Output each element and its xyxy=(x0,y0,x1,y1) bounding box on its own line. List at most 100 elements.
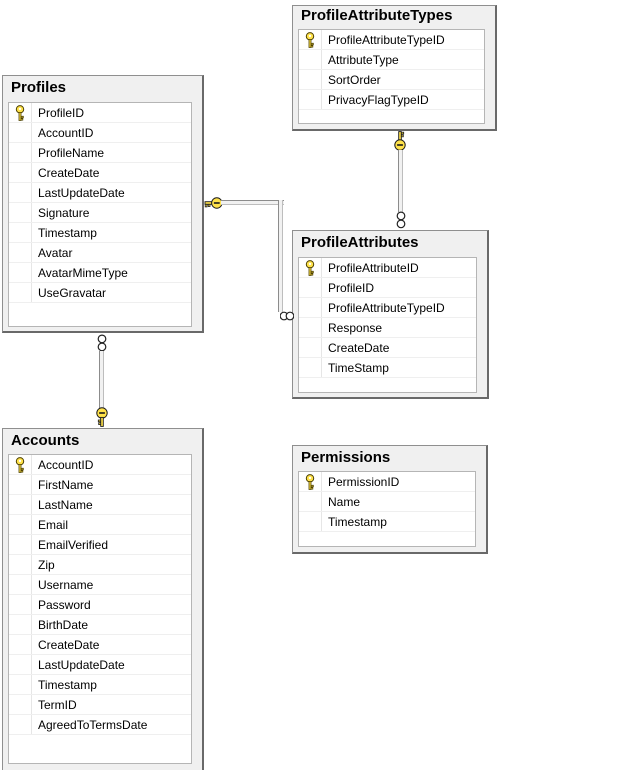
field-row[interactable]: CreateDate xyxy=(299,338,476,358)
primary-key-cell xyxy=(9,263,32,282)
field-name: PrivacyFlagTypeID xyxy=(328,92,429,107)
field-name: CreateDate xyxy=(38,637,100,652)
field-name: Password xyxy=(38,597,91,612)
field-row[interactable]: Email xyxy=(9,515,191,535)
field-name: Timestamp xyxy=(38,225,97,240)
field-name: PermissionID xyxy=(328,474,400,489)
field-row[interactable]: Signature xyxy=(9,203,191,223)
field-row[interactable]: ProfileID xyxy=(9,103,191,123)
relationship-many-end-infinity-icon[interactable] xyxy=(395,211,407,229)
table-title-accounts[interactable]: Accounts xyxy=(11,432,80,449)
field-row[interactable]: AgreedToTermsDate xyxy=(9,715,191,735)
primary-key-cell xyxy=(9,575,32,594)
field-row[interactable]: Password xyxy=(9,595,191,615)
field-row[interactable]: Zip xyxy=(9,555,191,575)
primary-key-cell xyxy=(299,358,322,377)
field-row[interactable]: PermissionID xyxy=(299,472,475,492)
field-row[interactable]: PrivacyFlagTypeID xyxy=(299,90,484,110)
field-row[interactable]: BirthDate xyxy=(9,615,191,635)
relationship-one-end-key-icon[interactable] xyxy=(95,407,109,427)
primary-key-cell xyxy=(9,163,32,182)
table-title-profileattributetypes[interactable]: ProfileAttributeTypes xyxy=(301,7,453,24)
field-row[interactable]: AccountID xyxy=(9,123,191,143)
relationship-one-end-key-icon[interactable] xyxy=(203,196,223,210)
relationship-line[interactable] xyxy=(221,200,284,205)
relationship-line[interactable] xyxy=(99,351,104,409)
table-window-profileattributetypes[interactable]: ProfileAttributeTypes ProfileAttributeTy… xyxy=(292,5,497,131)
field-row[interactable]: CreateDate xyxy=(9,635,191,655)
table-window-profileattributes[interactable]: ProfileAttributes ProfileAttributeID Pro… xyxy=(292,230,489,399)
primary-key-cell xyxy=(9,183,32,202)
field-row[interactable]: ProfileAttributeTypeID xyxy=(299,30,484,50)
relationship-line[interactable] xyxy=(398,150,403,212)
table-title-profiles[interactable]: Profiles xyxy=(11,79,67,96)
primary-key-cell xyxy=(299,338,322,357)
field-name: AvatarMimeType xyxy=(38,265,128,280)
table-window-permissions[interactable]: Permissions PermissionID Name Timestamp xyxy=(292,445,488,554)
primary-key-icon xyxy=(15,104,25,121)
relationship-line[interactable] xyxy=(278,200,283,312)
field-row[interactable]: UseGravatar xyxy=(9,283,191,303)
table-window-profiles[interactable]: Profiles ProfileID AccountID ProfileName… xyxy=(2,75,204,333)
field-name: ProfileID xyxy=(38,105,85,120)
field-name: Zip xyxy=(38,557,55,572)
field-name: UseGravatar xyxy=(38,285,107,300)
primary-key-cell xyxy=(299,298,322,317)
field-name: LastUpdateDate xyxy=(38,657,125,672)
field-row[interactable]: AvatarMimeType xyxy=(9,263,191,283)
field-row[interactable]: Response xyxy=(299,318,476,338)
primary-key-cell xyxy=(9,103,32,122)
field-row[interactable]: Timestamp xyxy=(9,675,191,695)
field-row[interactable]: AccountID xyxy=(9,455,191,475)
primary-key-cell xyxy=(9,243,32,262)
field-row[interactable]: ProfileAttributeID xyxy=(299,258,476,278)
field-name: ProfileAttributeTypeID xyxy=(328,32,445,47)
field-row[interactable]: CreateDate xyxy=(9,163,191,183)
field-row[interactable]: ProfileAttributeTypeID xyxy=(299,298,476,318)
field-row[interactable]: ProfileID xyxy=(299,278,476,298)
primary-key-cell xyxy=(9,635,32,654)
field-list-profileattributes: ProfileAttributeID ProfileID ProfileAttr… xyxy=(298,257,477,393)
table-title-permissions[interactable]: Permissions xyxy=(301,449,391,466)
relationship-many-end-infinity-icon[interactable] xyxy=(96,334,108,352)
field-name: Username xyxy=(38,577,94,592)
primary-key-cell xyxy=(299,258,322,277)
field-row[interactable]: LastUpdateDate xyxy=(9,655,191,675)
field-name: Email xyxy=(38,517,69,532)
relationship-one-end-key-icon[interactable] xyxy=(393,131,407,151)
field-name: LastUpdateDate xyxy=(38,185,125,200)
field-row[interactable]: Timestamp xyxy=(9,223,191,243)
field-row[interactable]: Name xyxy=(299,492,475,512)
primary-key-cell xyxy=(9,223,32,242)
field-row[interactable]: LastName xyxy=(9,495,191,515)
field-name: Avatar xyxy=(38,245,73,260)
field-row[interactable]: ProfileName xyxy=(9,143,191,163)
field-row[interactable]: Avatar xyxy=(9,243,191,263)
field-row[interactable]: Timestamp xyxy=(299,512,475,532)
primary-key-cell xyxy=(9,715,32,734)
field-row[interactable]: AttributeType xyxy=(299,50,484,70)
field-row[interactable]: LastUpdateDate xyxy=(9,183,191,203)
field-row[interactable]: SortOrder xyxy=(299,70,484,90)
primary-key-cell xyxy=(299,318,322,337)
field-row[interactable]: FirstName xyxy=(9,475,191,495)
relationship-many-end-infinity-icon[interactable] xyxy=(279,310,295,322)
field-name: ProfileName xyxy=(38,145,105,160)
primary-key-cell xyxy=(9,615,32,634)
field-row[interactable]: EmailVerified xyxy=(9,535,191,555)
primary-key-cell xyxy=(299,278,322,297)
field-row[interactable]: TermID xyxy=(9,695,191,715)
field-name: Response xyxy=(328,320,383,335)
field-name: TermID xyxy=(38,697,77,712)
primary-key-icon xyxy=(305,473,315,490)
table-title-profileattributes[interactable]: ProfileAttributes xyxy=(301,234,419,251)
field-name: EmailVerified xyxy=(38,537,109,552)
field-row[interactable]: Username xyxy=(9,575,191,595)
primary-key-cell xyxy=(299,472,322,491)
primary-key-cell xyxy=(9,455,32,474)
primary-key-icon xyxy=(15,456,25,473)
field-row[interactable]: TimeStamp xyxy=(299,358,476,378)
field-name: AccountID xyxy=(38,125,94,140)
field-name: AttributeType xyxy=(328,52,399,67)
table-window-accounts[interactable]: Accounts AccountID FirstName LastName Em… xyxy=(2,428,204,770)
